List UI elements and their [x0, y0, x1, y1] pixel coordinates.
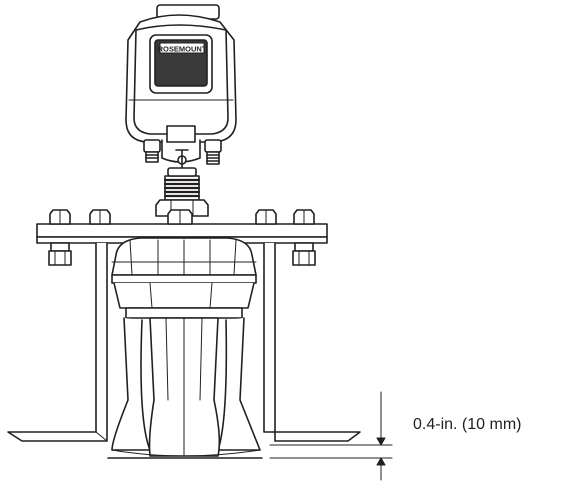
flange-bolt-top-left [49, 209, 71, 225]
right-cable-gland [204, 139, 222, 165]
transmitter-housing: ROSEMOUNT [125, 4, 237, 217]
flange-bolt-top-inner-right [255, 209, 277, 225]
dimension-label: 0.4-in. (10 mm) [413, 416, 522, 433]
tank-nozzle [7, 242, 361, 442]
flange-bolt-top-center [167, 209, 193, 225]
flange-bolt-top-inner-left [89, 209, 111, 225]
flange-nut-bottom-right [292, 242, 316, 266]
brand-plate-text: ROSEMOUNT [158, 45, 207, 54]
brand-plate [159, 42, 205, 54]
flange-nut-bottom-left [48, 242, 72, 266]
arrow-up-icon [376, 457, 386, 466]
left-cable-gland [143, 139, 161, 163]
cone-antenna [107, 237, 263, 459]
mounting-flange [36, 209, 328, 266]
flange-bolt-top-right [293, 209, 315, 225]
arrow-down-icon [376, 437, 386, 446]
dimension-indicator [269, 391, 393, 481]
